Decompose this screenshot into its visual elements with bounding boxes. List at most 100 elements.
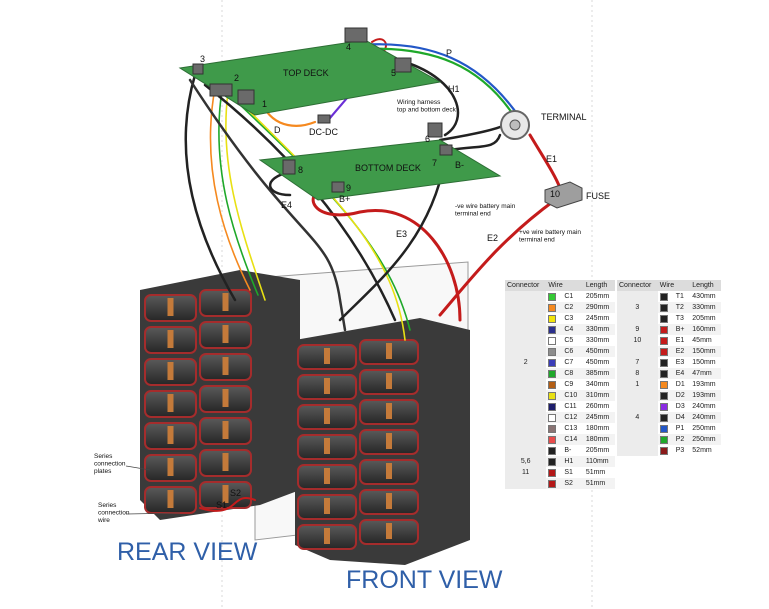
series-connection-plate xyxy=(386,403,392,419)
wire-color-swatch xyxy=(548,402,557,411)
series-connection-plate xyxy=(167,362,174,380)
length-cell: 330mm xyxy=(690,302,721,313)
wire-cell: D1 xyxy=(658,379,691,390)
wire-color-swatch xyxy=(548,325,557,334)
wire-color-swatch xyxy=(659,446,668,455)
series-connection-plate xyxy=(324,378,330,394)
wire-cell: C9 xyxy=(546,379,583,390)
length-cell: 430mm xyxy=(692,293,716,300)
length-cell: 310mm xyxy=(583,390,615,401)
wire-cell: T3 xyxy=(658,313,691,324)
series-connection-plate xyxy=(324,468,330,484)
wire-name: S1 xyxy=(564,469,573,477)
wire-label-b-plus: B+ xyxy=(339,194,350,204)
wire-cell: C4 xyxy=(546,324,584,335)
table-row: C9 340mm xyxy=(505,379,615,390)
series-connection-plate xyxy=(222,389,229,407)
length-cell: 180mm xyxy=(583,434,615,445)
wire-label-p: P xyxy=(446,48,452,58)
length-cell: 260mm xyxy=(585,403,610,410)
wire-cell: B+ xyxy=(657,324,691,335)
wire-cell: S2 xyxy=(546,478,584,489)
wire-cell: E3 xyxy=(658,357,691,368)
length-cell: 330mm xyxy=(585,337,610,344)
wire-name: C10 xyxy=(564,392,578,400)
bottom-connector-7: 7 xyxy=(432,158,437,168)
series-connection-plate xyxy=(222,485,229,503)
wire-name: C8 xyxy=(564,370,574,378)
wire-cell: E4 xyxy=(657,368,691,379)
wire-color-swatch xyxy=(659,358,668,367)
length-cell: 240mm xyxy=(692,403,716,410)
wire-name: P2 xyxy=(675,436,685,444)
length-cell: 340mm xyxy=(585,381,610,388)
top-connector-1: 1 xyxy=(262,99,267,109)
connector-cell xyxy=(505,335,547,346)
wire-cell: C11 xyxy=(546,401,583,412)
connector-cell xyxy=(505,313,547,324)
wire-name: B+ xyxy=(675,326,685,334)
length-cell: 240mm xyxy=(690,412,721,423)
dcdc-label: DC-DC xyxy=(309,127,338,137)
series-connection-plate xyxy=(222,293,229,311)
connector-cell xyxy=(505,346,547,357)
table-header-wire: Wire xyxy=(657,280,691,291)
wire-color-swatch xyxy=(548,391,557,400)
connector-cell: 4 xyxy=(617,412,658,423)
wire-cell: C8 xyxy=(546,368,584,379)
length-cell: 250mm xyxy=(692,425,716,432)
wire-cell: C5 xyxy=(546,335,583,346)
fuse: 10 FUSE xyxy=(544,181,610,209)
series-connection-plate xyxy=(222,325,229,343)
length-cell: 385mm xyxy=(583,368,615,379)
wire-name: C9 xyxy=(564,381,574,389)
fuse-connector-number: 10 xyxy=(550,189,560,199)
wire-label-e1: E1 xyxy=(546,154,557,164)
connector-cell xyxy=(505,390,547,401)
series-connection-plate xyxy=(167,458,174,476)
series-connection-plate xyxy=(167,426,174,444)
wire-cell: T1 xyxy=(658,291,691,302)
wire-name: C1 xyxy=(564,293,574,301)
wire-name: H1 xyxy=(564,458,574,466)
length-cell: 180mm xyxy=(585,425,610,432)
connector-cell: 1 xyxy=(617,379,658,390)
wire-name: D1 xyxy=(675,381,685,389)
length-cell: 193mm xyxy=(690,390,721,401)
wire-cell: C3 xyxy=(546,313,583,324)
wire-color-swatch xyxy=(659,435,668,444)
front-view-title: FRONT VIEW xyxy=(346,566,503,594)
length-cell: 245mm xyxy=(583,412,615,423)
wire-label-e3: E3 xyxy=(396,229,407,239)
connector-cell: 9 xyxy=(617,324,658,335)
terminal: TERMINAL xyxy=(500,110,587,140)
connector-cell: 10 xyxy=(617,335,658,346)
connector-cell xyxy=(617,291,658,302)
wire-cell: C13 xyxy=(546,423,583,434)
series-connection-plate xyxy=(167,298,174,316)
connector-cell xyxy=(505,302,547,313)
wire-name: E3 xyxy=(675,359,685,367)
length-cell: 160mm xyxy=(690,324,721,335)
wire-name: C7 xyxy=(564,359,574,367)
wire-color-swatch xyxy=(548,358,557,367)
wire-cell: C14 xyxy=(546,434,584,445)
wire-color-swatch xyxy=(659,424,668,433)
wire-color-swatch xyxy=(659,369,668,378)
top-connector-3: 3 xyxy=(200,54,205,64)
series-connection-plate xyxy=(324,348,330,364)
wire-color-swatch xyxy=(659,402,668,411)
length-cell: 450mm xyxy=(585,359,610,366)
wire-cell: H1 xyxy=(546,456,584,467)
